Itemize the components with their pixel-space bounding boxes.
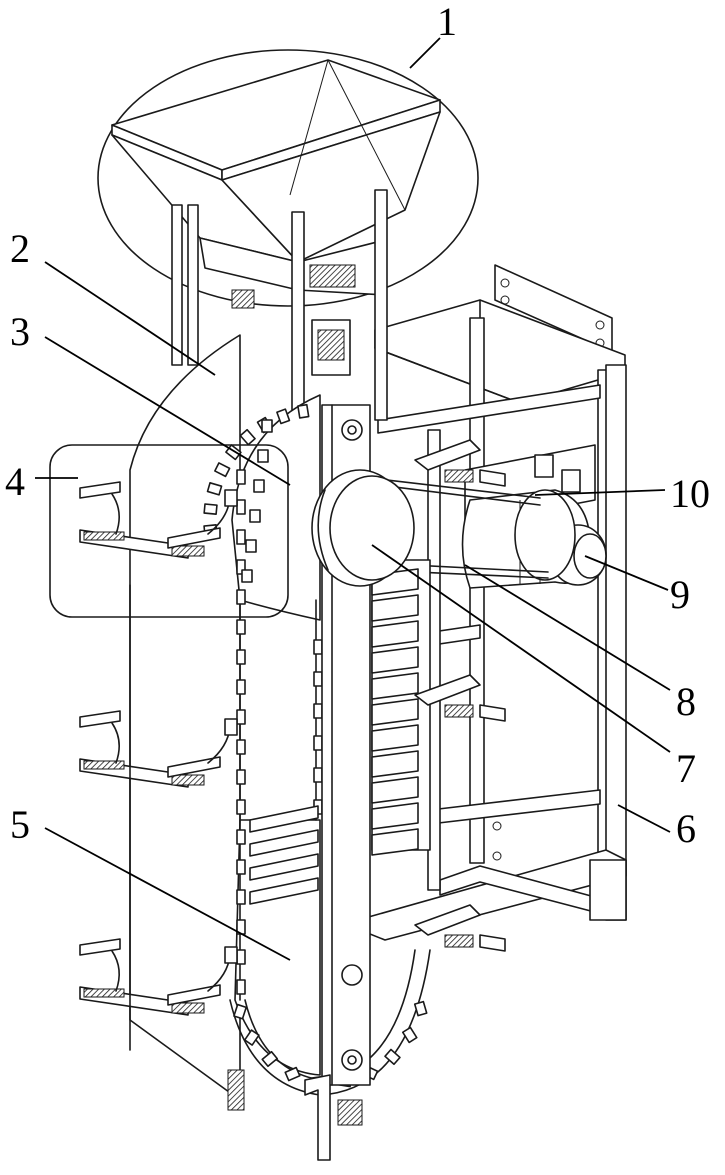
- tray-hook: [112, 951, 119, 991]
- callout-9: 9: [670, 572, 690, 617]
- sprocket-tooth: [246, 540, 256, 552]
- sprocket-tooth: [237, 650, 245, 664]
- callout-10: 10: [670, 471, 710, 516]
- callout-7: 7: [676, 746, 696, 791]
- sprocket-tooth: [237, 620, 245, 634]
- sprocket-tooth: [314, 640, 322, 654]
- sprocket-tooth: [285, 1068, 300, 1081]
- tray-arm: [80, 711, 120, 727]
- sprocket-tooth: [237, 890, 245, 904]
- sprocket-tooth: [254, 480, 264, 492]
- tray-grip: [84, 532, 124, 540]
- tray-latch: [225, 490, 237, 506]
- tray-grip: [172, 546, 204, 556]
- tray-arm: [80, 939, 120, 955]
- sprocket-tooth: [237, 740, 245, 754]
- sprocket-tooth: [314, 672, 322, 686]
- tray-latch: [225, 719, 237, 735]
- tray-grip: [84, 989, 124, 997]
- sprocket-tooth: [237, 680, 245, 694]
- drive-pulley: [312, 470, 414, 586]
- sprocket-tooth: [237, 980, 245, 994]
- sprocket-tooth: [240, 430, 255, 445]
- sprocket-tooth: [204, 504, 217, 514]
- sprocket-tooth: [250, 510, 260, 522]
- callout-4: 4: [5, 459, 25, 504]
- callout-5: 5: [10, 802, 30, 847]
- sprocket-tooth: [258, 450, 268, 462]
- sprocket-tooth: [237, 590, 245, 604]
- sprocket-tooth: [262, 420, 272, 432]
- sprocket-tooth: [237, 800, 245, 814]
- sprocket-tooth: [403, 1027, 417, 1042]
- sprocket-tooth: [415, 1002, 427, 1016]
- sprocket-tooth: [237, 860, 245, 874]
- sprocket-tooth: [237, 770, 245, 784]
- sprocket-tooth: [314, 736, 322, 750]
- callout-8: 8: [676, 679, 696, 724]
- callout-1: 1: [437, 0, 457, 44]
- tray-grip: [84, 761, 124, 769]
- tray-grip: [172, 1003, 204, 1013]
- sprocket-tooth: [237, 470, 245, 484]
- sprocket-tooth: [237, 500, 245, 514]
- sprocket-tooth: [314, 768, 322, 782]
- sprocket-tooth: [237, 710, 245, 724]
- tray-hook: [112, 723, 119, 763]
- tray-grip: [172, 775, 204, 785]
- callout-3: 3: [10, 309, 30, 354]
- sprocket-tooth: [237, 950, 245, 964]
- sprocket-tooth: [314, 704, 322, 718]
- callout-6: 6: [676, 806, 696, 851]
- sprocket-tooth: [237, 830, 245, 844]
- hopper-assembly: [98, 50, 478, 427]
- tray-arm: [80, 482, 120, 498]
- sprocket-tooth: [237, 530, 245, 544]
- callout-2: 2: [10, 226, 30, 271]
- sprocket-tooth: [298, 405, 309, 418]
- sprocket-tooth: [242, 570, 252, 582]
- tray-hook: [112, 494, 119, 534]
- tray-latch: [225, 947, 237, 963]
